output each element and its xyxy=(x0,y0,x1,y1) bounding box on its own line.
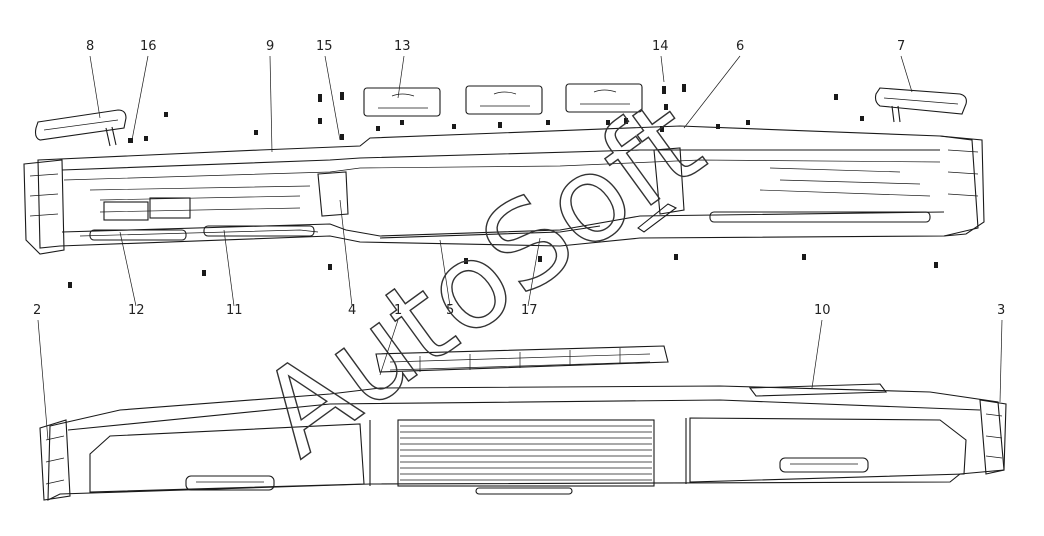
callout-6: 6 xyxy=(736,39,744,54)
callout-7: 7 xyxy=(897,39,905,54)
callout-14: 14 xyxy=(652,39,669,54)
callout-3: 3 xyxy=(997,303,1005,318)
callout-1: 1 xyxy=(394,303,402,318)
leader-lines xyxy=(37,55,1003,441)
callout-17: 17 xyxy=(521,303,538,318)
fasteners xyxy=(68,84,938,288)
callout-16: 16 xyxy=(140,39,157,54)
lamp-cover-13 xyxy=(363,87,441,117)
side-cover-right xyxy=(874,87,967,123)
callout-12: 12 xyxy=(128,303,145,318)
callout-5: 5 xyxy=(446,303,454,318)
callout-11: 11 xyxy=(226,303,243,318)
lamp-cover-middle xyxy=(465,85,543,115)
callout-labels: 8 16 9 15 13 14 6 7 2 12 11 4 1 5 17 10 … xyxy=(33,39,1005,318)
callout-2: 2 xyxy=(33,303,41,318)
upper-beam-assembly xyxy=(23,125,985,255)
side-cover-left xyxy=(34,109,127,147)
watermark: AutoSoft xyxy=(235,73,726,483)
callout-10: 10 xyxy=(814,303,831,318)
callout-13: 13 xyxy=(394,39,411,54)
callout-4: 4 xyxy=(348,303,356,318)
callout-15: 15 xyxy=(316,39,333,54)
lower-panel-assembly xyxy=(39,345,1007,501)
callout-9: 9 xyxy=(266,39,274,54)
callout-8: 8 xyxy=(86,39,94,54)
lamp-cover-right xyxy=(565,83,643,113)
